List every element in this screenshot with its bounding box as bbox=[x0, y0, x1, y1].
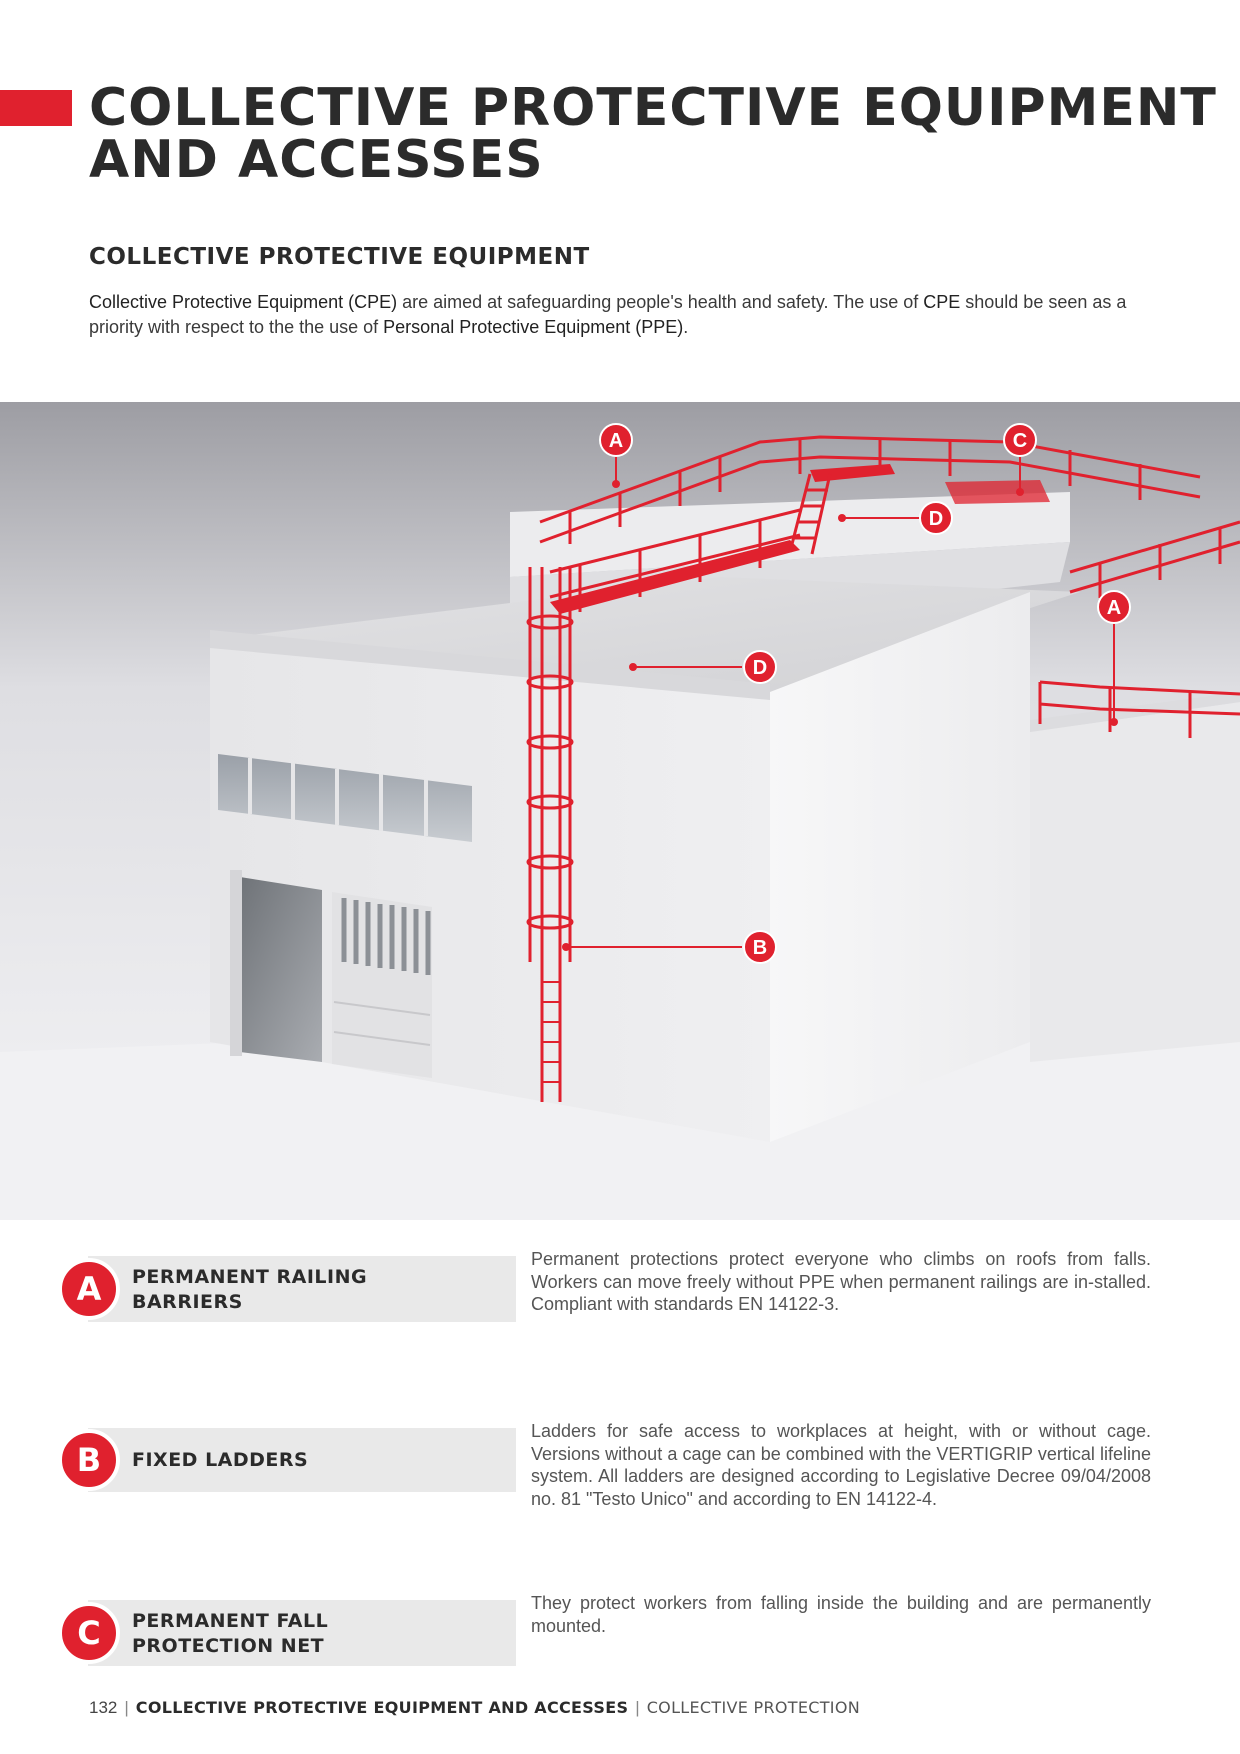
building-illustration-svg: A C D A D B bbox=[0, 402, 1240, 1220]
footer-separator: | bbox=[635, 1698, 640, 1717]
building-illustration: A C D A D B bbox=[0, 402, 1240, 1220]
door-grille bbox=[341, 898, 431, 975]
upper-platform bbox=[810, 464, 895, 482]
page-title: COLLECTIVE PROTECTIVE EQUIPMENT AND ACCE… bbox=[89, 78, 1217, 190]
right-building-wall bbox=[1030, 702, 1240, 1062]
footer-separator: | bbox=[124, 1698, 129, 1717]
page-title-line-1: COLLECTIVE PROTECTIVE EQUIPMENT bbox=[89, 78, 1217, 138]
callout-anchor-dots bbox=[562, 480, 1118, 951]
item-label-line-2: BARRIERS bbox=[132, 1291, 243, 1313]
callout-a-top: A bbox=[599, 423, 633, 457]
item-badge-a: A bbox=[58, 1258, 120, 1320]
item-description: Ladders for safe access to workplaces at… bbox=[531, 1421, 1151, 1509]
intro-term-cpe: Collective Protective Equipment (CPE) bbox=[89, 292, 398, 312]
callout-d-upper: D bbox=[919, 501, 953, 535]
item-label-box bbox=[88, 1256, 516, 1322]
svg-text:D: D bbox=[753, 657, 767, 679]
item-badge-c: C bbox=[58, 1602, 120, 1664]
item-label: PERMANENT RAILING BARRIERS bbox=[132, 1265, 367, 1315]
callout-d-lower: D bbox=[743, 650, 777, 684]
item-label-line-2: PROTECTION NET bbox=[132, 1635, 325, 1657]
title-accent-bar bbox=[0, 90, 72, 126]
item-label-box bbox=[88, 1428, 516, 1492]
intro-term-cpe-short: CPE bbox=[923, 292, 961, 312]
intro-text-1: are aimed at safeguarding people's healt… bbox=[397, 292, 924, 312]
intro-paragraph: Collective Protective Equipment (CPE) ar… bbox=[89, 290, 1159, 340]
callout-b: B bbox=[743, 930, 777, 964]
svg-text:B: B bbox=[753, 937, 767, 959]
svg-text:A: A bbox=[1107, 597, 1121, 619]
doorway-frame bbox=[230, 870, 242, 1056]
callout-c: C bbox=[1003, 423, 1037, 457]
item-description: They protect workers from falling inside… bbox=[531, 1593, 1151, 1636]
footer-chapter: COLLECTIVE PROTECTIVE EQUIPMENT AND ACCE… bbox=[135, 1698, 629, 1717]
item-label: PERMANENT FALL PROTECTION NET bbox=[132, 1609, 328, 1659]
item-description: Permanent protections protect everyone w… bbox=[531, 1249, 1151, 1314]
svg-text:A: A bbox=[609, 430, 623, 452]
page-title-line-2: AND ACCESSES bbox=[89, 130, 544, 190]
window-mullions bbox=[248, 758, 428, 836]
ladder-rungs bbox=[542, 981, 560, 1083]
walkway-platform bbox=[550, 540, 800, 614]
section-heading: COLLECTIVE PROTECTIVE EQUIPMENT bbox=[89, 244, 590, 270]
fixed-ladder bbox=[526, 567, 574, 1102]
svg-text:C: C bbox=[1013, 430, 1027, 452]
side-wall bbox=[770, 592, 1030, 1142]
item-badge-b: B bbox=[58, 1429, 120, 1491]
page-footer: 132 | COLLECTIVE PROTECTIVE EQUIPMENT AND … bbox=[89, 1698, 860, 1718]
item-label: FIXED LADDERS bbox=[132, 1448, 308, 1473]
item-label-line-1: PERMANENT FALL bbox=[132, 1610, 329, 1632]
fall-protection-net bbox=[945, 480, 1050, 504]
item-label-line-1: FIXED LADDERS bbox=[132, 1449, 309, 1471]
window-strip bbox=[218, 754, 472, 842]
footer-section: COLLECTIVE PROTECTION bbox=[646, 1698, 860, 1717]
item-label-box bbox=[88, 1600, 516, 1666]
page-number: 132 bbox=[89, 1698, 118, 1717]
intro-text-3: . bbox=[683, 317, 689, 337]
svg-text:D: D bbox=[929, 508, 943, 530]
item-label-line-1: PERMANENT RAILING bbox=[132, 1266, 368, 1288]
callout-a-right: A bbox=[1097, 590, 1131, 624]
open-doorway bbox=[240, 877, 322, 1062]
door-panels bbox=[333, 1001, 431, 1046]
right-building-roof-edge bbox=[1030, 692, 1240, 732]
roof-surface bbox=[210, 577, 1080, 692]
intro-text-2: should be seen as a priority with respec… bbox=[89, 292, 1127, 337]
red-railing-structures bbox=[539, 435, 1240, 738]
roof-stairs bbox=[788, 473, 832, 555]
intro-term-ppe: Personal Protective Equipment (PPE) bbox=[383, 317, 684, 337]
front-parapet bbox=[210, 630, 770, 700]
